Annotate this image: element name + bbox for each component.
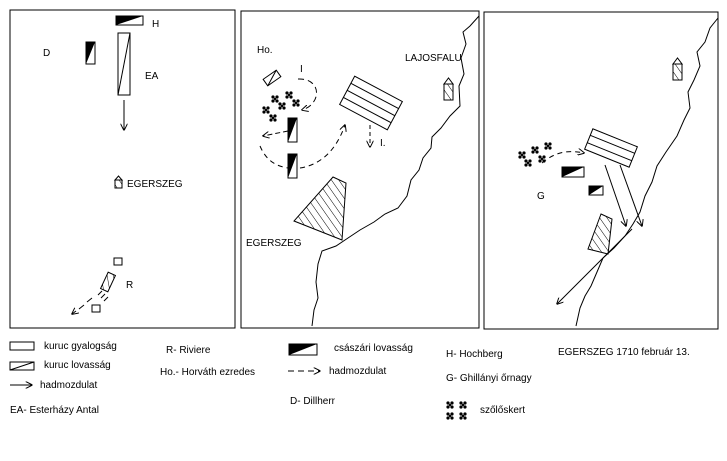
- hochberg-cavalry-unit: [115, 15, 144, 26]
- hochberg-label: H: [152, 19, 159, 30]
- legend-riviere-label: R- Riviere: [166, 345, 211, 356]
- legend-infantry-label: kuruc gyalogság: [44, 341, 117, 352]
- legend-movement-label: hadmozdulat: [40, 380, 98, 391]
- legend-cavalry-label: kuruc lovasság: [44, 360, 111, 371]
- legend-imperial-movement-label: hadmozdulat: [329, 366, 387, 377]
- village-symbol-panel-3: [672, 57, 683, 81]
- esterhazy-unit: [117, 32, 131, 96]
- riviere-movement-arrow: [72, 297, 93, 314]
- panel-1-frame: [9, 9, 236, 329]
- imperial-infantry-block: [338, 75, 404, 131]
- riviere-label: R: [126, 280, 133, 291]
- pursuit-arrow-1: [604, 164, 626, 226]
- river-line-panel-3: [575, 17, 719, 327]
- cavalry-unit-upper: [287, 117, 298, 143]
- river-line: [311, 15, 480, 327]
- legend-vineyard-label: szőlőskert: [480, 405, 526, 416]
- vineyard-cluster-panel-3: [518, 142, 552, 167]
- horvath-label: Ho.: [257, 45, 273, 56]
- panel-2: Ho. I LAJOSFALU I. EGERSZEG: [240, 10, 480, 329]
- legend-dillherr-label: D- Dillherr: [290, 396, 335, 407]
- legend-vineyard-swatch: [446, 401, 467, 420]
- legend-esterhazy-label: EA- Esterházy Antal: [10, 405, 99, 416]
- legend-imperial-cavalry-label: császári lovasság: [334, 343, 413, 354]
- legend-horvath-label: Ho.- Horváth ezredes: [160, 367, 256, 378]
- dillherr-cavalry-unit: [85, 41, 96, 65]
- town-label-panel-2: EGERSZEG: [246, 238, 302, 249]
- village-symbol: [443, 77, 454, 101]
- legend-cavalry-swatch: [9, 361, 35, 371]
- kuruc-hatched-formation: [293, 176, 347, 241]
- legend-imperial-cavalry-swatch: [288, 343, 318, 356]
- ghillanyi-movement-path: [541, 152, 584, 164]
- legend-ghillanyi-label: G- Ghillányi őrnagy: [446, 373, 532, 384]
- cavalry-unit-panel-3-a: [561, 166, 585, 178]
- cavalry-unit-panel-3-b: [588, 185, 604, 196]
- riviere-units: [91, 257, 123, 313]
- panel-3: G: [483, 11, 719, 330]
- village-label: LAJOSFALU: [405, 53, 462, 64]
- town-label: EGERSZEG: [127, 179, 183, 190]
- vineyard-cluster: [262, 91, 300, 122]
- movement-arrow-left: [263, 130, 289, 136]
- horvath-infantry-unit: [262, 69, 282, 87]
- one-top-label: I: [300, 64, 303, 75]
- esterhazy-label: EA: [145, 71, 159, 82]
- legend-symbols: [9, 341, 467, 420]
- ghillanyi-label: G: [537, 191, 545, 202]
- legend-infantry-swatch: [9, 341, 35, 351]
- dillherr-label: D: [43, 48, 50, 59]
- panel-2-frame: [240, 10, 480, 329]
- imperial-infantry-block-panel-3: [583, 128, 639, 168]
- cavalry-unit-lower: [287, 153, 298, 179]
- horvath-movement-path: [297, 78, 317, 110]
- legend-caption: EGERSZEG 1710 február 13.: [558, 347, 690, 358]
- legend-hochberg-label: H- Hochberg: [446, 349, 503, 360]
- kuruc-hatched-formation-panel-3: [587, 213, 613, 255]
- movement-arc-left: [259, 145, 289, 169]
- panel-1: H D EA EGERSZEG R: [9, 9, 236, 329]
- one-right-label: I.: [380, 138, 386, 149]
- panel-3-frame: [483, 11, 719, 330]
- movement-arc-right: [299, 125, 345, 169]
- town-symbol: [113, 175, 124, 189]
